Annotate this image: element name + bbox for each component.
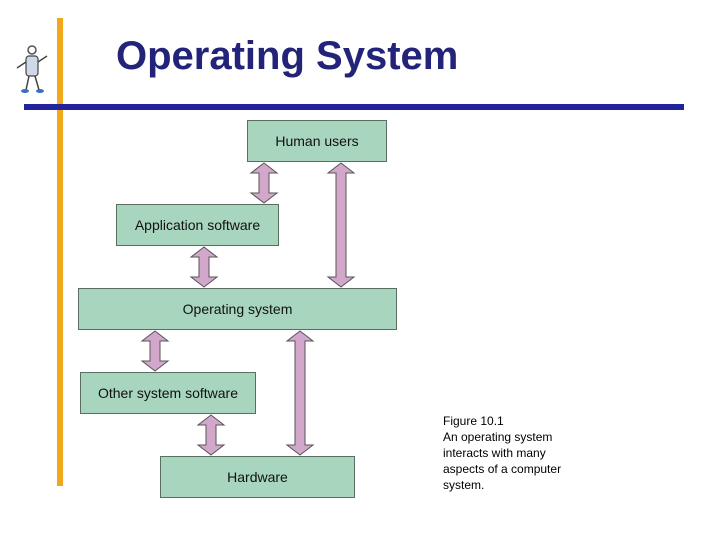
users-application-arrow [249, 162, 279, 204]
slide-title: Operating System [116, 34, 459, 78]
mascot-logo-icon [16, 45, 48, 93]
figure-number: Figure 10.1 [443, 414, 504, 428]
operating-system-box: Operating system [78, 288, 397, 330]
application-software-box: Application software [116, 204, 279, 246]
other-software-hardware-arrow [196, 414, 226, 456]
caption-line-3: aspects of a computer [443, 462, 562, 476]
application-os-arrow [189, 246, 219, 288]
figure-caption: Figure 10.1 An operating system interact… [443, 413, 613, 493]
hardware-box: Hardware [160, 456, 355, 498]
users-os-arrow [326, 162, 356, 288]
accent-vertical-bar [57, 18, 63, 486]
other-system-software-box: Other system software [80, 372, 256, 414]
human-users-box: Human users [247, 120, 387, 162]
os-hardware-arrow [285, 330, 315, 456]
title-underline [24, 104, 684, 110]
os-other-software-arrow [140, 330, 170, 372]
caption-line-1: An operating system [443, 430, 553, 444]
caption-line-4: system. [443, 478, 485, 492]
caption-line-2: interacts with many [443, 446, 546, 460]
